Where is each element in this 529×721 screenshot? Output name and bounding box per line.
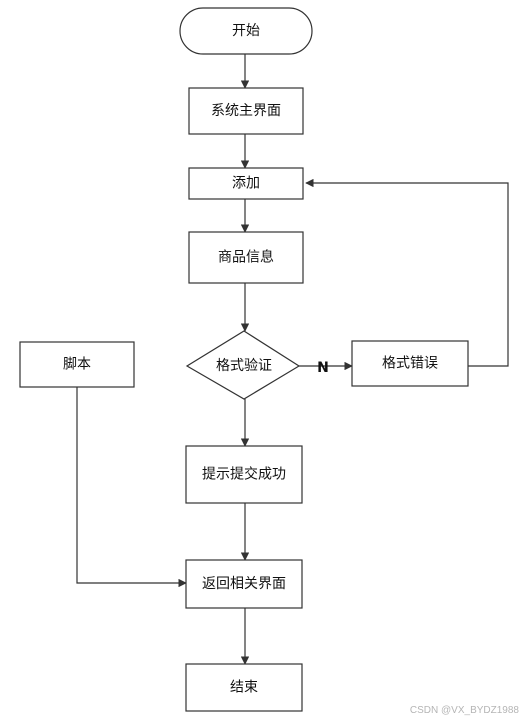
node-add: 添加: [188, 167, 304, 200]
node-end-label: 结束: [230, 680, 258, 696]
node-format-error-label: 格式错误: [382, 356, 438, 372]
node-end: 结束: [185, 663, 303, 712]
node-start: 开始: [179, 7, 313, 55]
edge-label-no: N: [317, 360, 329, 376]
node-format-check: 格式验证: [185, 330, 301, 400]
edge-script-to-return: [76, 387, 187, 588]
edges: [76, 54, 509, 665]
node-return-ui: 返回相关界面: [185, 559, 303, 609]
node-submit-success: 提示提交成功: [185, 445, 303, 504]
node-submit-success-label: 提示提交成功: [202, 466, 286, 483]
node-return-ui-label: 返回相关界面: [202, 576, 286, 592]
node-start-label: 开始: [232, 23, 260, 39]
node-format-check-label: 格式验证: [216, 358, 272, 374]
node-product-info: 商品信息: [188, 231, 304, 284]
node-main-ui-label: 系统主界面: [211, 103, 281, 119]
watermark: CSDN @VX_BYDZ1988: [410, 705, 520, 716]
edge-error-to-add: [305, 178, 509, 367]
node-product-info-label: 商品信息: [218, 249, 274, 266]
node-format-error: 格式错误: [351, 340, 469, 387]
node-script: 脚本: [19, 341, 135, 388]
node-add-label: 添加: [232, 176, 260, 192]
node-script-label: 脚本: [63, 357, 91, 373]
node-main-ui: 系统主界面: [188, 87, 304, 135]
